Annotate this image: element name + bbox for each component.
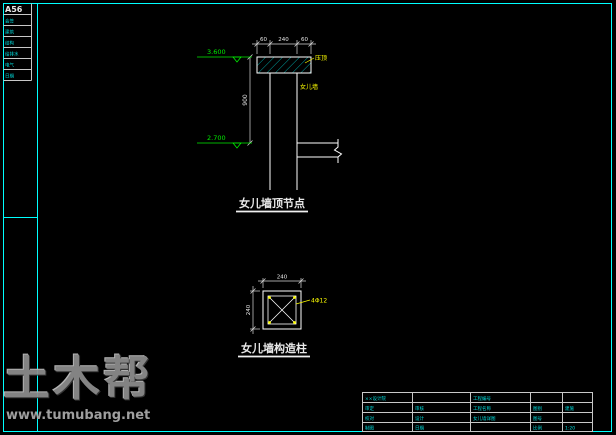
signoff-row: 日期 xyxy=(5,74,14,80)
dimension-column-left xyxy=(250,286,260,334)
column-section xyxy=(262,290,302,330)
titleblock-cell: 制图 xyxy=(365,425,374,432)
break-line xyxy=(333,139,343,163)
titleblock-cell: 女儿墙详图 xyxy=(473,415,496,422)
dim-label: 240 xyxy=(246,304,252,315)
titleblock-cell: 审定 xyxy=(365,405,374,412)
rebar-dot xyxy=(268,321,271,324)
titleblock-cell: 1:20 xyxy=(565,426,575,432)
signoff-row: 给排水 xyxy=(5,51,19,58)
signoff-row: 结构 xyxy=(5,40,14,47)
titleblock-cell: 工程编号 xyxy=(473,395,491,402)
signoff-row: 建筑 xyxy=(5,29,14,36)
signoff-row: 会签 xyxy=(5,18,14,25)
roof-slab xyxy=(297,139,343,163)
titleblock-cell: 审核 xyxy=(415,405,424,412)
titleblock-cell: 校对 xyxy=(365,415,374,422)
titleblock-cell: 工程名称 xyxy=(473,405,491,412)
sheet-number: A56 xyxy=(5,5,23,14)
dim-label: 60 xyxy=(260,37,267,43)
titleblock-cell: 图别 xyxy=(533,405,542,412)
dim-label: 900 xyxy=(242,94,249,106)
title-block xyxy=(362,392,593,432)
titleblock-cell: 比例 xyxy=(533,425,542,432)
dim-label: 60 xyxy=(301,37,308,43)
signoff-table xyxy=(3,3,32,81)
drawing-frame xyxy=(3,3,612,432)
leader-line xyxy=(304,57,315,64)
rebar-dot xyxy=(268,296,271,299)
titleblock-cell: 建施 xyxy=(565,405,574,412)
titleblock-cell: 日期 xyxy=(415,426,424,432)
dimension-column-top xyxy=(258,278,306,288)
leader-line xyxy=(295,299,311,305)
parapet-coping xyxy=(256,56,312,74)
elevation-marker-top xyxy=(197,56,252,63)
elevation-label: 3.600 xyxy=(207,48,226,56)
titleblock-company: ××设计院 xyxy=(365,395,387,402)
parapet-wall xyxy=(269,73,298,190)
note-rebar: 4Φ12 xyxy=(311,298,327,305)
note-wall: 女儿墙 xyxy=(300,83,318,91)
elevation-marker-bottom xyxy=(197,142,252,149)
rebar-dot xyxy=(293,321,296,324)
titleblock-cell: 设计 xyxy=(415,415,424,422)
signoff-row: 电气 xyxy=(5,62,14,69)
note-coping: 压顶 xyxy=(315,55,327,62)
rebar-dot xyxy=(293,296,296,299)
elevation-label: 2.700 xyxy=(207,134,226,142)
detail-title: 女儿墙顶节点 xyxy=(239,196,305,210)
titleblock-cell: 图号 xyxy=(533,416,542,422)
dim-label: 240 xyxy=(278,37,289,43)
dim-label: 240 xyxy=(277,275,288,281)
watermark-logo: 土木帮 xyxy=(3,352,153,407)
dimension-top xyxy=(252,40,316,54)
detail-title: 女儿墙构造柱 xyxy=(241,341,307,355)
watermark-url: www.tumubang.net xyxy=(6,408,151,423)
